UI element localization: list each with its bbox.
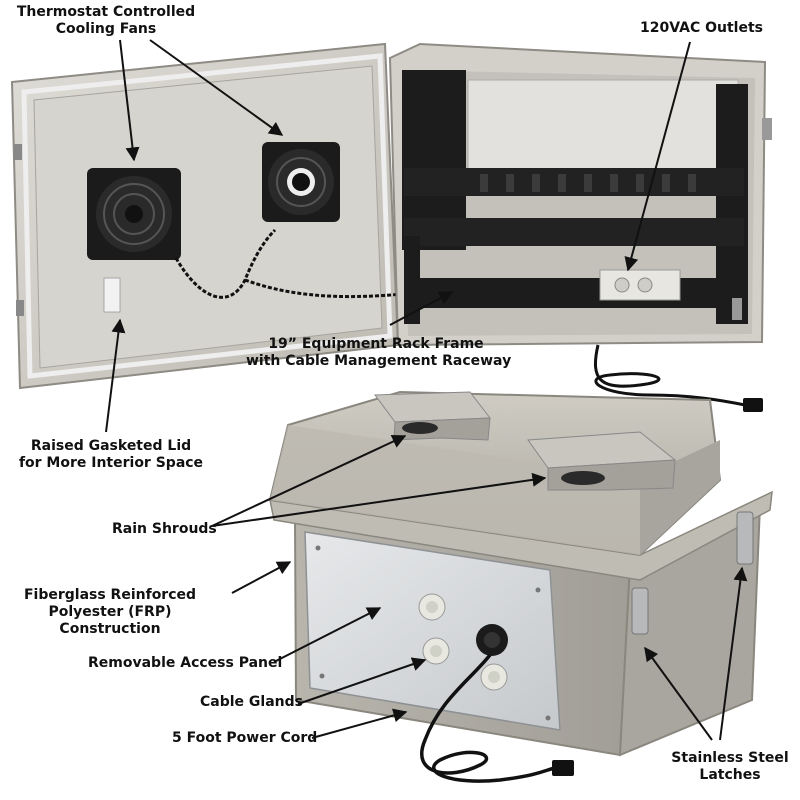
body-latch: [732, 298, 742, 320]
stainless-latch: [631, 587, 649, 635]
callout-lid: Raised Gasketed Lid for More Interior Sp…: [18, 438, 204, 471]
cooling-fan-left: [87, 168, 181, 260]
callout-rack: 19” Equipment Rack Frame with Cable Mana…: [246, 336, 512, 369]
callout-glands: Cable Glands: [200, 694, 303, 710]
arrow-rack: [389, 291, 454, 326]
power-cord-bottom: [420, 653, 556, 783]
cable-gland: [422, 637, 450, 665]
callout-frp: Fiberglass Reinforced Polyester (FRP) Co…: [23, 587, 197, 637]
open-enclosure: [10, 42, 772, 412]
power-plug-top: [743, 398, 763, 412]
callout-cord: 5 Foot Power Cord: [172, 730, 318, 746]
lid-hinge: [16, 300, 24, 316]
callout-outlets: 120VAC Outlets: [640, 20, 763, 36]
closed-enclosure: [268, 390, 773, 783]
body-latch: [762, 118, 772, 140]
equipment-rack-frame: [402, 70, 748, 324]
callout-panel: Removable Access Panel: [88, 655, 283, 671]
power-cord-gland: [476, 624, 508, 656]
arrow-shroud-right: [211, 472, 547, 527]
cable-gland: [480, 663, 508, 691]
power-plug-bottom: [552, 760, 574, 776]
lid-hinge: [14, 144, 22, 160]
panel-screws: [315, 545, 551, 721]
callout-fans: Thermostat Controlled Cooling Fans: [16, 4, 196, 37]
arrow-panel: [273, 607, 382, 663]
arrow-shroud-left: [211, 434, 407, 527]
outlet-strip: [599, 269, 681, 301]
arrow-fans-left: [119, 39, 140, 162]
callout-shrouds: Rain Shrouds: [112, 521, 217, 537]
arrow-glands: [297, 657, 427, 705]
arrow-latch-top: [719, 566, 748, 741]
thermostat-label: [103, 277, 121, 313]
cooling-fan-right: [262, 142, 340, 222]
rain-shroud-left: [374, 391, 491, 441]
stainless-latch: [736, 511, 754, 565]
rain-shroud-right: [527, 431, 677, 491]
arrow-lid: [105, 318, 126, 433]
arrow-cord: [311, 708, 408, 739]
arrow-outlets: [624, 41, 691, 272]
arrow-latch-bottom: [644, 646, 713, 741]
power-cord-top: [593, 344, 746, 407]
arrow-fans-right: [149, 39, 284, 136]
arrow-frp: [231, 561, 292, 594]
callout-latches: Stainless Steel Latches: [671, 750, 789, 783]
callout-arrows: [105, 39, 748, 741]
cable-gland: [418, 593, 446, 621]
lid-gasket: [21, 53, 393, 379]
